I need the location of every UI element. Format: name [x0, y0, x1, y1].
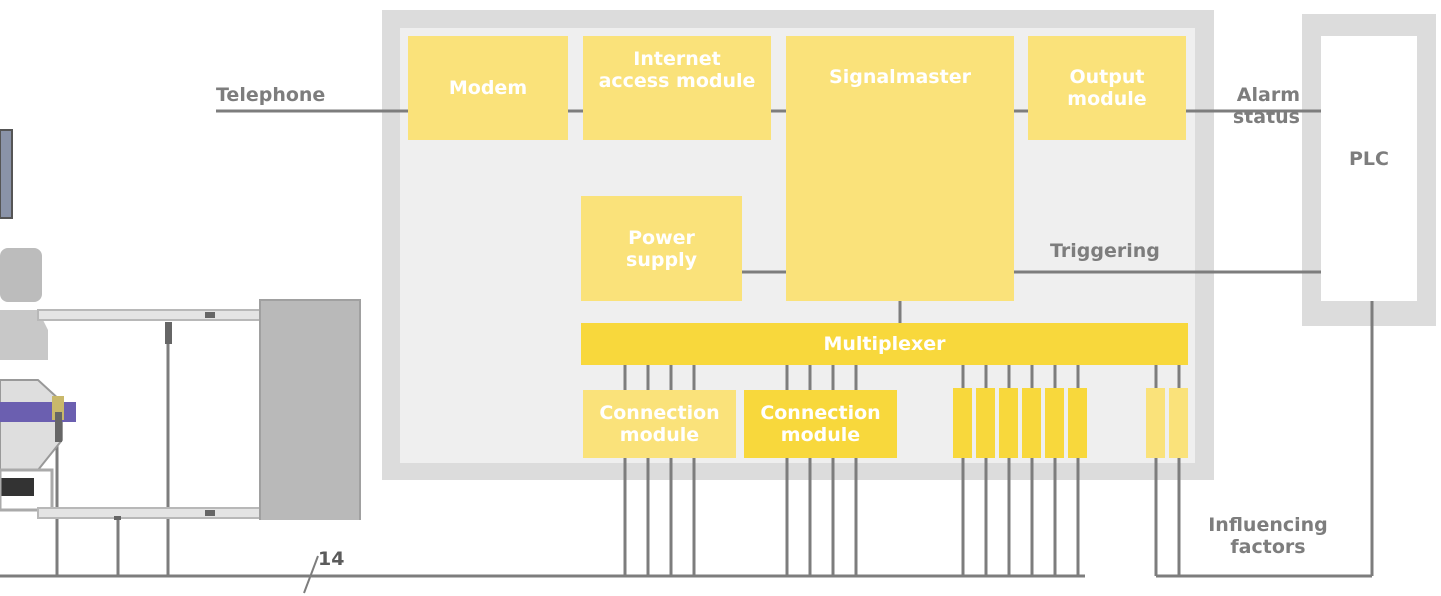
internet-access-module-label: Internet access module	[598, 48, 756, 92]
power-supply-label: Power supply	[626, 226, 697, 271]
plc-label: PLC	[1349, 148, 1389, 170]
modem-label: Modem	[448, 77, 528, 99]
machine-illustration	[0, 129, 361, 520]
modem-block: Modem	[408, 36, 568, 140]
connection-module-1-block: Connection module	[583, 390, 736, 458]
io-slot-7	[1146, 388, 1165, 458]
io-slot-8	[1169, 388, 1188, 458]
io-slot-5	[1045, 388, 1064, 458]
io-slot-6	[1068, 388, 1087, 458]
io-slot-1	[953, 388, 972, 458]
io-slot-3	[999, 388, 1018, 458]
triggering-label: Triggering	[1050, 240, 1160, 262]
io-slot-2	[976, 388, 995, 458]
connection-module-2-block: Connection module	[744, 390, 897, 458]
io-slot-4	[1022, 388, 1041, 458]
cable-count-label: 14	[318, 548, 345, 570]
telephone-label: Telephone	[216, 84, 326, 106]
multiplexer-label: Multiplexer	[823, 333, 946, 355]
output-module-label: Output module	[1067, 66, 1147, 110]
output-module-block: Output module	[1028, 36, 1186, 140]
connection-module-2-label: Connection module	[760, 402, 881, 446]
signalmaster-label: Signalmaster	[829, 66, 971, 88]
influencing-factors-label: Influencing factors	[1208, 514, 1328, 558]
signalmaster-block: Signalmaster	[786, 36, 1014, 301]
multiplexer-block: Multiplexer	[581, 323, 1188, 365]
alarm-status-label: Alarm status	[1232, 84, 1300, 128]
connection-module-1-label: Connection module	[599, 402, 720, 446]
power-supply-block: Power supply	[581, 196, 742, 301]
internet-access-module-block: Internet access module	[583, 36, 771, 140]
plc-inner	[1321, 36, 1417, 301]
